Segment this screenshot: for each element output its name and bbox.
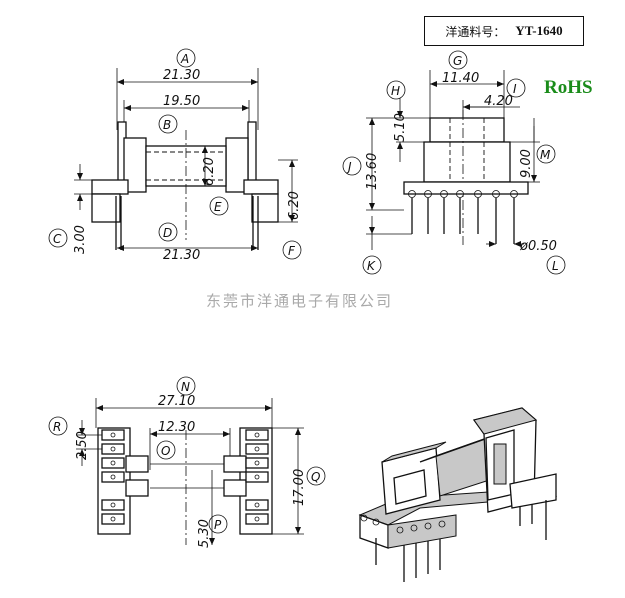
dim-d-value: 21.30 bbox=[163, 248, 200, 263]
dim-h-value: 5.10 bbox=[393, 113, 408, 142]
svg-text:P: P bbox=[214, 518, 222, 532]
part-number-value: YT-1640 bbox=[515, 23, 563, 38]
dim-i-value: 4.20 bbox=[484, 94, 513, 109]
callout-q: Q bbox=[306, 466, 326, 486]
dim-f-value: 6.20 bbox=[287, 191, 302, 220]
dim-q-value: 17.00 bbox=[292, 469, 307, 506]
callout-o: O bbox=[156, 440, 176, 460]
part-number-box: 洋通料号： YT-1640 bbox=[424, 16, 584, 46]
svg-text:K: K bbox=[367, 259, 376, 273]
callout-a: A bbox=[176, 48, 196, 68]
callout-f: F bbox=[282, 240, 302, 260]
callout-m: M bbox=[536, 144, 556, 164]
callout-k: K bbox=[362, 255, 382, 275]
callout-d: D bbox=[158, 222, 178, 242]
callout-i: I bbox=[506, 78, 526, 98]
svg-text:L: L bbox=[552, 259, 559, 273]
rohs-mark: RoHS bbox=[544, 77, 593, 98]
company-watermark: 东莞市洋通电子有限公司 bbox=[206, 292, 394, 310]
svg-text:G: G bbox=[453, 54, 462, 68]
svg-text:N: N bbox=[181, 380, 190, 394]
part-number-label: 洋通料号： bbox=[445, 24, 506, 39]
svg-text:I: I bbox=[513, 82, 517, 96]
callout-g: G bbox=[448, 50, 468, 70]
callout-p: P bbox=[208, 514, 228, 534]
dim-c-value: 3.00 bbox=[73, 225, 88, 254]
svg-text:B: B bbox=[163, 118, 171, 132]
svg-text:A: A bbox=[180, 52, 189, 66]
svg-text:J: J bbox=[346, 160, 352, 174]
svg-text:D: D bbox=[163, 226, 172, 240]
bottom-view: 27.10 12.30 bbox=[75, 394, 307, 548]
svg-text:Q: Q bbox=[311, 470, 320, 484]
svg-text:E: E bbox=[214, 200, 222, 214]
dim-e-value: 6.20 bbox=[202, 157, 217, 186]
dim-b-value: 19.50 bbox=[163, 94, 200, 109]
dim-g-value: 11.40 bbox=[442, 71, 479, 86]
dim-a-value: 21.30 bbox=[163, 68, 200, 83]
dim-o-value: 12.30 bbox=[158, 420, 195, 435]
svg-text:F: F bbox=[288, 244, 296, 258]
callout-e: E bbox=[209, 196, 229, 216]
isometric-view bbox=[358, 407, 558, 582]
callout-h: H bbox=[386, 80, 406, 100]
callout-r: R bbox=[48, 416, 68, 436]
callout-n: N bbox=[176, 376, 196, 396]
svg-text:H: H bbox=[391, 84, 400, 98]
svg-text:C: C bbox=[53, 232, 62, 246]
callout-c: C bbox=[48, 228, 68, 248]
dim-l-value: ø0.50 bbox=[519, 239, 557, 254]
dim-r-value: 2.50 bbox=[75, 431, 90, 460]
callout-b: B bbox=[158, 114, 178, 134]
svg-text:O: O bbox=[161, 444, 170, 458]
callout-j: J bbox=[342, 156, 362, 176]
side-view: 11.40 4.20 5.10 bbox=[365, 70, 557, 254]
svg-text:M: M bbox=[540, 148, 551, 162]
dim-j-value: 13.60 bbox=[365, 153, 380, 190]
callout-l: L bbox=[546, 255, 566, 275]
svg-text:R: R bbox=[53, 420, 61, 434]
dim-p-value: 5.30 bbox=[197, 519, 212, 548]
dim-n-value: 27.10 bbox=[158, 394, 195, 409]
dim-m-value: 9.00 bbox=[519, 149, 534, 178]
front-view: 21.30 19.50 21.30 3.00 bbox=[73, 68, 302, 263]
